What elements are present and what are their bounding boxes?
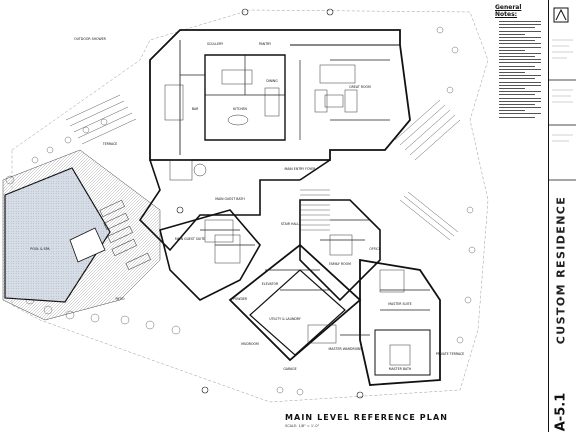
east-terrace-steps xyxy=(394,99,461,241)
room-label-patio: PATIO xyxy=(115,297,125,301)
general-notes: General Notes: xyxy=(493,4,545,424)
plan-scale: SCALE: 1/8" = 1'-0" xyxy=(285,424,320,428)
section-markers xyxy=(176,8,364,399)
room-label-master-wardrobe: MASTER WARDROBE xyxy=(329,347,362,351)
firm-logo-icon xyxy=(552,6,570,24)
lounge-chairs xyxy=(99,199,151,271)
project-name: CUSTOM RESIDENCE xyxy=(554,195,568,345)
plan-title: MAIN LEVEL REFERENCE PLAN xyxy=(285,413,449,422)
site-boundary xyxy=(11,9,489,403)
room-label-pantry: PANTRY xyxy=(259,42,271,46)
building-walls xyxy=(138,29,441,386)
room-label-scullery: SCULLERY xyxy=(207,42,223,46)
room-label-family-room: FAMILY ROOM xyxy=(329,262,351,266)
sheet-number: A-5.1 xyxy=(553,392,569,432)
room-label-foyer: MAIN ENTRY FOYER xyxy=(285,167,317,171)
room-label-garage: GARAGE xyxy=(283,367,296,371)
spa xyxy=(69,227,106,263)
room-label-main-guest-bath: MAIN GUEST BATH xyxy=(215,197,245,201)
room-label-master-bath: MASTER BATH xyxy=(389,367,412,371)
room-label-pool: POOL & SPA xyxy=(30,247,50,251)
room-label-bar: BAR xyxy=(192,107,199,111)
room-label-stair-hall: STAIR HALL xyxy=(281,222,299,226)
room-label-utility: UTILITY & LAUNDRY xyxy=(269,317,301,321)
room-label-main-guest-suite: MAIN GUEST SUITE xyxy=(175,237,205,241)
main-stair xyxy=(300,189,330,231)
floor-plan: POOL & SPA OUTDOOR SHOWER PATIO TERRACE … xyxy=(2,8,489,403)
room-label-dining: DINING xyxy=(266,79,278,83)
room-labels: POOL & SPA OUTDOOR SHOWER PATIO TERRACE … xyxy=(30,37,464,371)
partitions xyxy=(180,55,430,336)
room-label-master-suite: MASTER SUITE xyxy=(388,302,411,306)
room-label-office: OFFICE xyxy=(369,247,380,251)
title-block: CUSTOM RESIDENCE A-5.1 xyxy=(548,0,576,432)
room-label-mudroom: MUDROOM xyxy=(241,342,259,346)
general-notes-title: General Notes: xyxy=(495,4,522,18)
west-steps xyxy=(65,94,137,145)
room-label-powder: POWDER xyxy=(233,297,248,301)
furniture xyxy=(164,64,411,366)
room-label-great-room: GREAT ROOM xyxy=(349,85,371,89)
room-label-kitchen: KITCHEN xyxy=(233,107,247,111)
title-block-lines xyxy=(549,39,576,181)
room-label-elevator: ELEVATOR xyxy=(262,282,279,286)
room-label-outdoor-shower: OUTDOOR SHOWER xyxy=(74,37,107,41)
room-label-private-terrace: PRIVATE TERRACE xyxy=(436,352,465,356)
room-label-terrace: TERRACE xyxy=(102,142,118,146)
